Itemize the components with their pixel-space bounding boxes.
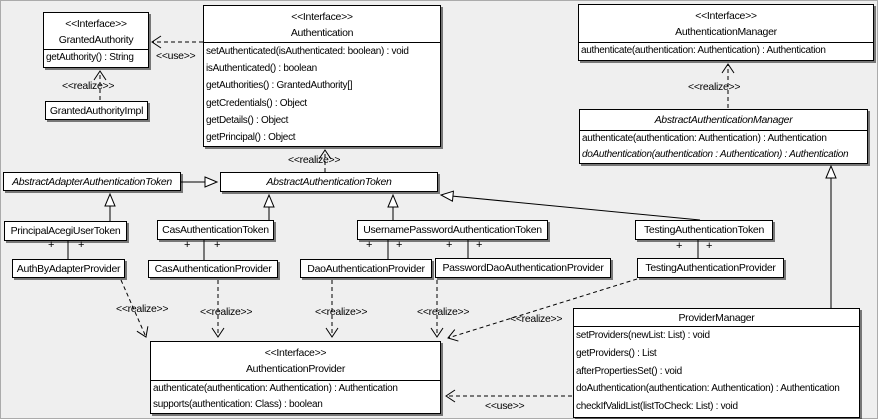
label-realize-testingprovider: <<realize>> — [510, 313, 563, 325]
stereotype-label: <<Interface>> — [291, 11, 353, 23]
class-testing-authentication-provider[interactable]: TestingAuthenticationProvider — [637, 258, 784, 278]
class-testing-authentication-token[interactable]: TestingAuthenticationToken — [635, 220, 773, 240]
method: getAuthority() : String — [46, 52, 134, 63]
label-realize-authbyadapter: <<realize>> — [116, 303, 169, 315]
method: setAuthenticated(isAuthenticated: boolea… — [206, 46, 409, 57]
method: getDetails() : Object — [206, 114, 289, 126]
label-use-grantedauthority: <<use>> — [156, 50, 196, 62]
method: getCredentials() : Object — [206, 97, 307, 109]
label-realize-daoprovider: <<realize>> — [315, 306, 368, 318]
label-realize-abstracttoken: <<realize>> — [288, 154, 341, 166]
method: authenticate(authentication: Authenticat… — [582, 133, 827, 144]
class-name: AuthByAdapterProvider — [16, 262, 121, 275]
class-auth-by-adapter-provider[interactable]: AuthByAdapterProvider — [12, 259, 125, 278]
class-authentication[interactable]: <<Interface>> Authentication setAuthenti… — [203, 5, 441, 147]
class-dao-authentication-provider[interactable]: DaoAuthenticationProvider — [300, 259, 432, 278]
association-end-plus: + — [396, 239, 403, 251]
method: getPrincipal() : Object — [206, 132, 296, 144]
association-end-plus: + — [184, 239, 191, 251]
class-abstract-adapter-authentication-token[interactable]: AbstractAdapterAuthenticationToken — [3, 172, 181, 191]
label-use-providermanager: <<use>> — [485, 400, 525, 412]
method: doAuthentication(authentication: Authent… — [576, 383, 840, 395]
association-end-plus: + — [476, 239, 483, 251]
association-end-plus: + — [446, 239, 453, 251]
class-name: PasswordDaoAuthenticationProvider — [442, 262, 604, 274]
method: isAuthenticated() : boolean — [206, 63, 317, 75]
class-name: Authentication — [290, 27, 354, 39]
class-name: ProviderManager — [678, 311, 755, 324]
class-abstract-authentication-manager[interactable]: AbstractAuthenticationManager authentica… — [579, 109, 868, 164]
class-name: AuthenticationProvider — [245, 363, 346, 375]
stereotype-label: <<Interface>> — [264, 347, 327, 359]
class-granted-authority[interactable]: <<Interface>> GrantedAuthority getAuthor… — [43, 12, 149, 68]
class-name: AbstractAuthenticationToken — [266, 176, 392, 188]
class-principal-acegi-user-token[interactable]: PrincipalAcegiUserToken — [4, 221, 127, 241]
class-granted-authority-impl[interactable]: GrantedAuthorityImpl — [45, 101, 148, 120]
method: setProviders(newList: List) : void — [576, 330, 710, 341]
edge-realize-testingprovider — [447, 278, 638, 342]
class-name: TestingAuthenticationToken — [643, 224, 765, 236]
method-abstract: doAuthentication(authentication : Authen… — [582, 148, 849, 160]
class-name: AuthenticationManager — [675, 26, 777, 38]
method: supports(authentication: Class) : boolea… — [153, 399, 323, 410]
label-realize-grantedauthority: <<realize>> — [62, 80, 115, 92]
class-name: DaoAuthenticationProvider — [307, 262, 425, 275]
stereotype-label: <<Interface>> — [695, 10, 757, 22]
class-password-dao-authentication-provider[interactable]: PasswordDaoAuthenticationProvider — [435, 258, 611, 278]
class-name: GrantedAuthority — [58, 34, 134, 46]
association-end-plus: + — [706, 240, 713, 252]
class-authentication-provider[interactable]: <<Interface>> AuthenticationProvider aut… — [150, 341, 441, 414]
class-provider-manager[interactable]: ProviderManager setProviders(newList: Li… — [573, 308, 860, 418]
class-name: AbstractAdapterAuthenticationToken — [12, 175, 172, 188]
method: authenticate(authentication: Authenticat… — [153, 383, 398, 394]
class-abstract-authentication-token[interactable]: AbstractAuthenticationToken — [220, 172, 438, 192]
label-realize-casprovider: <<realize>> — [200, 306, 253, 318]
class-name: CasAuthenticationToken — [162, 224, 269, 236]
class-name: CasAuthenticationProvider — [154, 263, 272, 275]
class-name: UsernamePasswordAuthenticationToken — [363, 224, 542, 236]
method: afterPropertiesSet() : void — [576, 365, 682, 377]
method: checkIfValidList(listToCheck: List) : vo… — [576, 401, 738, 413]
association-end-plus: + — [676, 240, 683, 252]
class-name: GrantedAuthorityImpl — [49, 104, 144, 117]
label-realize-passworddao: <<realize>> — [417, 306, 470, 318]
edge-generalization-testingtoken-to-abstracttoken — [439, 190, 701, 221]
method: authenticate(authentication: Authenticat… — [581, 45, 826, 56]
association-end-plus: + — [214, 239, 221, 251]
edge-realize-authbyadapterprovider — [120, 279, 149, 338]
method: getAuthorities() : GrantedAuthority[] — [206, 80, 353, 92]
association-end-plus: + — [48, 239, 55, 251]
association-end-plus: + — [366, 239, 373, 251]
class-cas-authentication-token[interactable]: CasAuthenticationToken — [157, 220, 274, 240]
class-name: PrincipalAcegiUserToken — [10, 225, 121, 237]
class-authentication-manager[interactable]: <<Interface>> AuthenticationManager auth… — [578, 4, 874, 61]
class-name: AbstractAuthenticationManager — [654, 114, 793, 126]
class-username-password-authentication-token[interactable]: UsernamePasswordAuthenticationToken — [357, 220, 548, 240]
label-realize-abstractmanager: <<realize>> — [688, 81, 741, 93]
association-end-plus: + — [78, 239, 85, 251]
method: getProviders() : List — [576, 347, 657, 359]
class-cas-authentication-provider[interactable]: CasAuthenticationProvider — [148, 260, 278, 278]
class-name: TestingAuthenticationProvider — [645, 262, 776, 274]
stereotype-label: <<Interface>> — [65, 18, 127, 30]
